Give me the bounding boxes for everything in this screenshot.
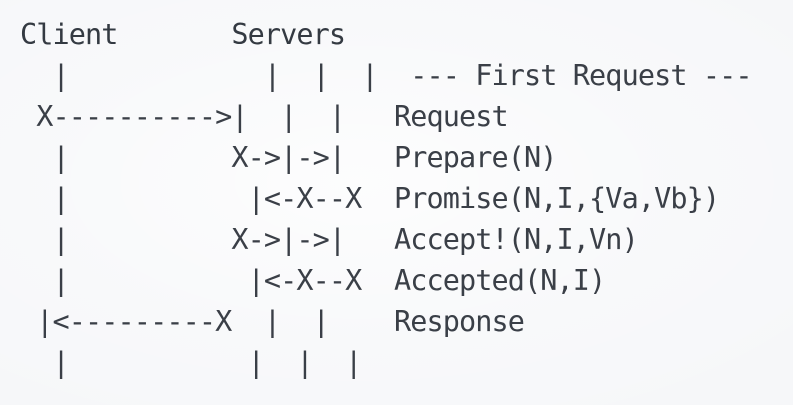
diagram-row-promise: | |<-X--X Promise(N,I,{Va,Vb}) xyxy=(20,182,721,215)
diagram-row-lifelines-top: | | | | --- First Request --- xyxy=(20,59,753,92)
diagram-header-row: Client Servers xyxy=(20,18,346,51)
diagram-row-request: X---------->| | | Request xyxy=(20,100,508,133)
diagram-row-prepare: | X->|->| Prepare(N) xyxy=(20,141,558,174)
ascii-art-canvas: Client Servers | | | | --- First Request… xyxy=(20,14,753,383)
diagram-row-lifelines-bottom: | | | | xyxy=(20,346,363,379)
diagram-row-accepted: | |<-X--X Accepted(N,I) xyxy=(20,264,607,297)
diagram-row-accept: | X->|->| Accept!(N,I,Vn) xyxy=(20,223,639,256)
diagram-row-response: |<---------X | | Response xyxy=(20,305,525,338)
